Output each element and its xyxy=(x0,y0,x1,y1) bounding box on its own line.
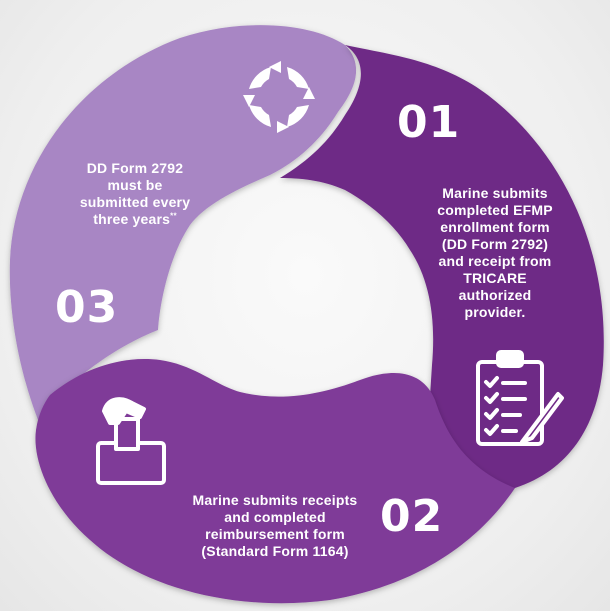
step-03-line: DD Form 2792 xyxy=(86,160,184,176)
step-number-01: 01 xyxy=(397,97,461,148)
clipboard-checklist-icon xyxy=(476,350,564,446)
step-02-line: reimbursement form xyxy=(205,526,345,542)
circular-arrows-icon xyxy=(243,61,315,133)
footnote-marker: ** xyxy=(170,211,177,221)
segment-01 xyxy=(280,45,604,493)
step-03-line-text: three years xyxy=(93,211,171,227)
step-02-line: and completed xyxy=(224,509,326,525)
step-01-line: enrollment form xyxy=(440,219,550,235)
step-01-line: TRICARE xyxy=(463,270,527,286)
step-01-line: completed EFMP xyxy=(437,202,553,218)
step-03-line: submitted every xyxy=(79,194,191,210)
step-03-text: DD Form 2792 must be submitted every thr… xyxy=(60,160,210,228)
step-02-line: (Standard Form 1164) xyxy=(201,543,349,559)
step-number-02: 02 xyxy=(380,491,444,542)
step-number-03: 03 xyxy=(55,282,119,333)
step-01-line: (DD Form 2792) xyxy=(441,236,549,252)
hand-ballot-box-icon xyxy=(96,397,166,485)
step-01-line: and receipt from xyxy=(438,253,552,269)
step-02-text: Marine submits receipts and completed re… xyxy=(170,492,380,560)
step-02-line: Marine submits receipts xyxy=(192,492,358,508)
step-01-line: authorized xyxy=(458,287,532,303)
segment-02 xyxy=(35,359,516,604)
step-03-line: three years** xyxy=(60,211,210,228)
step-01-text: Marine submits completed EFMP enrollment… xyxy=(420,185,570,321)
step-01-line: Marine submits xyxy=(442,185,548,201)
step-03-line: must be xyxy=(107,177,163,193)
step-01-line: provider. xyxy=(464,304,526,320)
